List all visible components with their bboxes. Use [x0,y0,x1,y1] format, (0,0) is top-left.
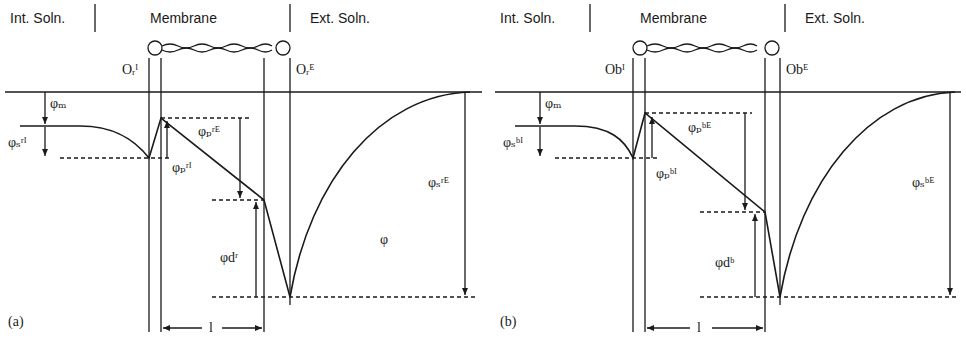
potential-label: φdʳ [220,250,238,266]
potential-label: φₚʳᴱ [198,124,220,140]
potential-label: Oᵣᴱ [296,62,315,78]
potential-label: Obᴱ [786,62,808,78]
potential-label: Obᴵ [605,62,625,78]
potential-label: φₛᵇᴵ [503,135,523,151]
potential-label: φₚʳᴵ [172,160,192,176]
potential-label: Oᵣᴵ [122,62,138,78]
potential-label: l [209,320,213,336]
potential-label: φₛʳᴵ [8,135,27,151]
potential-label: φₘ [545,96,562,112]
potential-label: φₚᵇᴵ [656,166,677,182]
potential-label: φₛʳᴱ [428,175,449,191]
potential-label: φ [380,232,388,248]
potential-label: (b) [500,314,516,330]
potential-label: φₛᵇᴱ [912,175,934,191]
region-heading: Int. Soln. [500,10,555,26]
potential-label: φdᵇ [715,255,734,271]
region-heading: Ext. Soln. [310,10,370,26]
region-heading: Membrane [150,10,217,26]
potential-label: (a) [8,314,24,330]
potential-label: φₘ [50,96,67,112]
potential-label: l [697,320,701,336]
region-heading: Int. Soln. [10,10,65,26]
region-heading: Membrane [640,10,707,26]
region-heading: Ext. Soln. [805,10,865,26]
potential-label: φₚᵇᴱ [688,120,711,136]
